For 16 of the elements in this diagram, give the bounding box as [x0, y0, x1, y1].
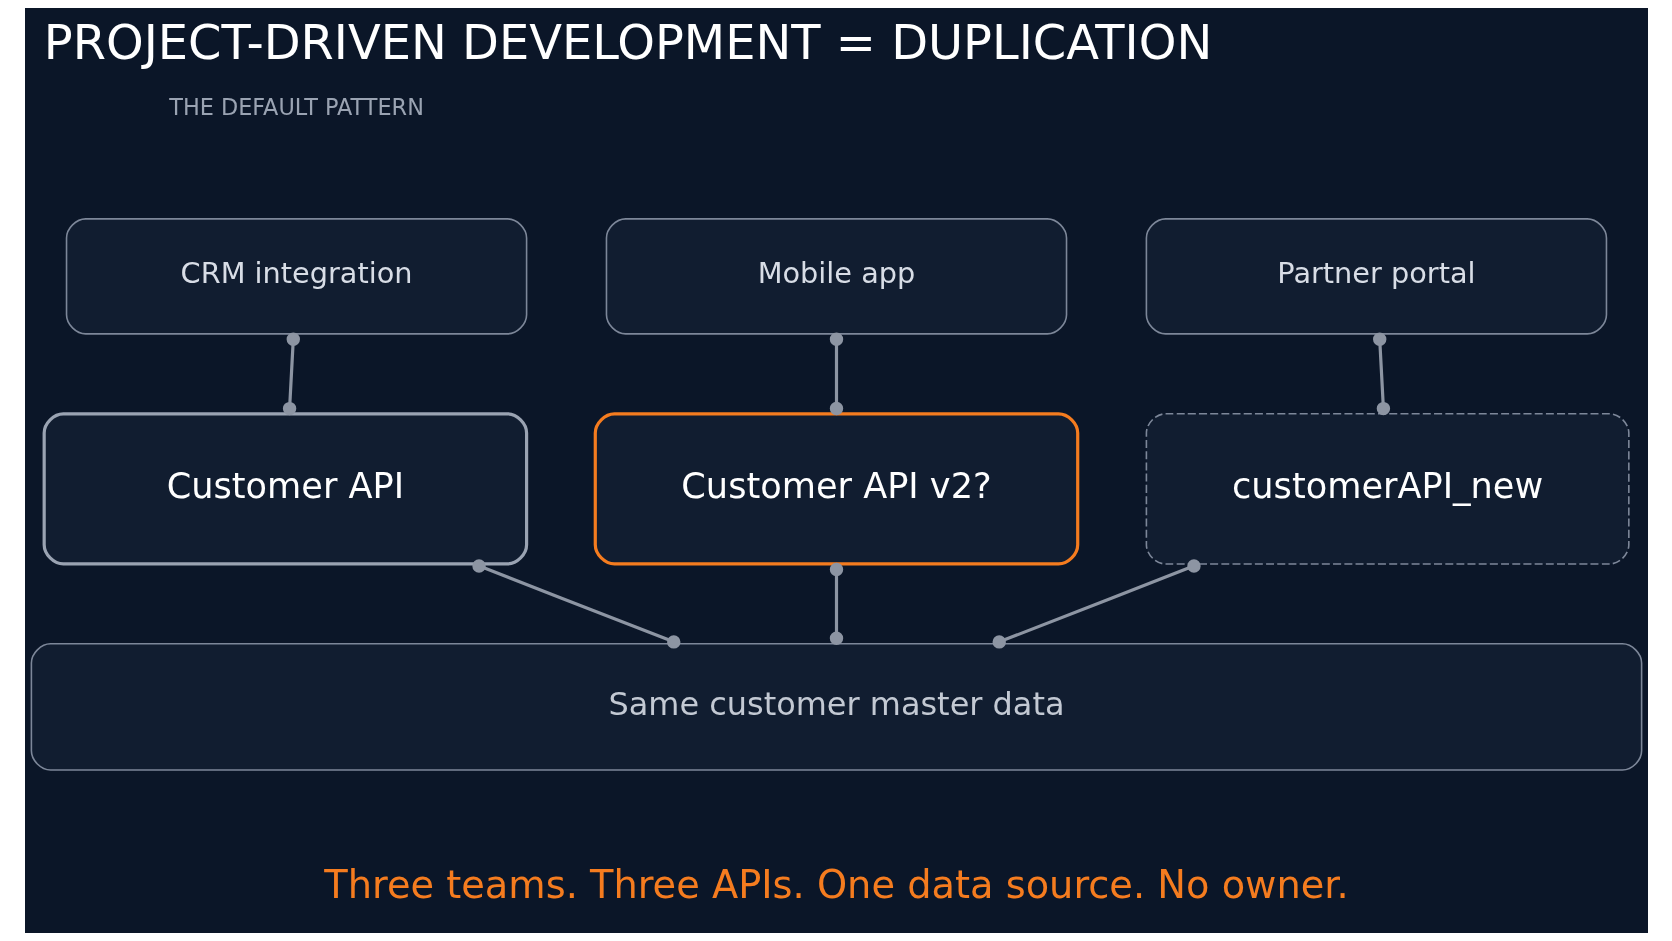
connector: [992, 559, 1201, 649]
connector: [829, 562, 843, 645]
label: THE DEFAULT PATTERN: [168, 94, 424, 121]
node-box: customerAPI_new: [1145, 413, 1630, 565]
connector: [282, 332, 300, 416]
node-box: Customer API v2?: [593, 412, 1079, 566]
connector: [471, 559, 680, 649]
node-box: Partner portal: [1145, 218, 1607, 335]
connector: [1372, 332, 1390, 416]
caption: Three teams. Three APIs. One data source. No owner.: [323, 862, 1349, 908]
node-box: Mobile app: [605, 218, 1067, 335]
node-box: Same customer master data: [30, 643, 1642, 771]
connector: [829, 332, 843, 416]
node-box: Customer API: [42, 412, 528, 566]
diagram-title: PROJECT-DRIVEN DEVELOPMENT = DUPLICATION: [43, 15, 1212, 71]
node-box: CRM integration: [65, 218, 527, 335]
